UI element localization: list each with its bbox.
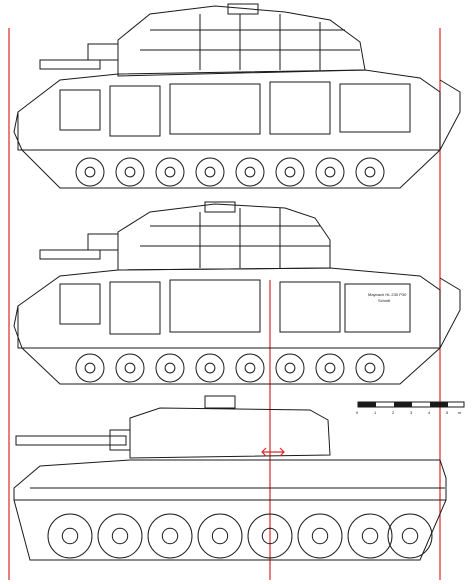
top-track	[21, 149, 441, 189]
side-wheel-hub	[311, 527, 329, 545]
center-marker	[261, 447, 285, 457]
mid-front-plate	[439, 277, 461, 349]
top-wheel-hub	[364, 166, 376, 178]
top-wheel-hub	[244, 166, 256, 178]
side-wheel	[197, 513, 243, 559]
side-wheel-hub	[161, 527, 179, 545]
red-guide-lines	[8, 28, 441, 580]
scale-tick-2: 2	[392, 410, 395, 415]
mid-wheel-hub	[124, 362, 136, 374]
top-wheel-hub	[324, 166, 336, 178]
mid-wheel	[315, 353, 345, 383]
scale-tick-4: 4	[428, 410, 431, 415]
mid-wheel	[195, 353, 225, 383]
top-wheel	[235, 157, 265, 187]
mid-wheel	[155, 353, 185, 383]
side-wheel	[247, 513, 293, 559]
mid-wheel-hub	[204, 362, 216, 374]
scale-tick-1: 1	[374, 410, 377, 415]
top-wheel-hub	[204, 166, 216, 178]
mid-hull	[17, 267, 441, 349]
mid-wheel	[235, 353, 265, 383]
engine-caption-line-2: Schnitt	[378, 298, 391, 303]
side-wheel	[347, 513, 393, 559]
mid-wheel	[75, 353, 105, 383]
scale-tick-5: 5	[446, 410, 449, 415]
side-wheel-hub	[211, 527, 229, 545]
top-wheel-hub	[284, 166, 296, 178]
side-road-wheels	[47, 513, 433, 559]
mid-gun-barrel	[39, 249, 101, 260]
mid-rear-plate	[13, 305, 23, 349]
top-front-plate	[439, 79, 461, 151]
top-wheel	[75, 157, 105, 187]
side-wheel-hub	[401, 527, 419, 545]
side-wheel	[97, 513, 143, 559]
top-wheel-hub	[164, 166, 176, 178]
mid-turret	[117, 203, 331, 271]
mid-wheel	[115, 353, 145, 383]
side-hull	[13, 459, 447, 501]
side-cupola	[204, 395, 236, 409]
top-wheel	[315, 157, 345, 187]
top-wheel-hub	[124, 166, 136, 178]
mid-wheel	[275, 353, 305, 383]
side-wheel-hub	[361, 527, 379, 545]
top-turret	[117, 5, 366, 77]
top-wheel	[355, 157, 385, 187]
mid-wheel-hub	[324, 362, 336, 374]
top-wheel	[195, 157, 225, 187]
scale-bar: 0 1 2 3 4 5 m	[356, 401, 465, 415]
engine-caption-line-1: Maybach HL 230 P30	[368, 292, 407, 297]
mid-wheel-hub	[284, 362, 296, 374]
top-internal-details	[59, 14, 411, 137]
top-wheel	[275, 157, 305, 187]
scale-tick-3: 3	[410, 410, 413, 415]
top-wheel-hub	[84, 166, 96, 178]
mid-track	[21, 347, 441, 385]
top-rear-plate	[13, 111, 23, 151]
mid-internal-details	[59, 208, 411, 335]
mid-road-wheels	[75, 353, 385, 383]
side-turret	[129, 407, 331, 459]
top-wheel	[155, 157, 185, 187]
mid-cupola	[204, 201, 236, 213]
mid-wheel-hub	[84, 362, 96, 374]
top-cupola	[227, 3, 259, 15]
side-wheel	[297, 513, 343, 559]
engine-bay-caption: Maybach HL 230 P30 Schnitt	[368, 292, 407, 303]
side-wheel-hub	[61, 527, 79, 545]
side-wheel-hub	[261, 527, 279, 545]
side-wheel-hub	[111, 527, 129, 545]
top-road-wheels	[75, 157, 385, 187]
mid-wheel-hub	[364, 362, 376, 374]
side-gun-barrel	[15, 435, 127, 446]
cutaway-middle: Maybach HL 230 P30 Schnitt	[13, 201, 461, 385]
mid-wheel-hub	[164, 362, 176, 374]
side-wheel	[387, 513, 433, 559]
mid-wheel-hub	[244, 362, 256, 374]
side-elevation	[13, 395, 447, 561]
top-wheel	[115, 157, 145, 187]
side-track	[13, 499, 447, 561]
side-wheel	[147, 513, 193, 559]
scale-tick-0: 0	[356, 410, 359, 415]
top-hull	[17, 69, 441, 151]
side-wheel	[47, 513, 93, 559]
scale-unit: m	[458, 410, 462, 415]
mid-wheel	[355, 353, 385, 383]
top-gun-barrel	[39, 59, 101, 70]
cutaway-top	[13, 3, 461, 189]
